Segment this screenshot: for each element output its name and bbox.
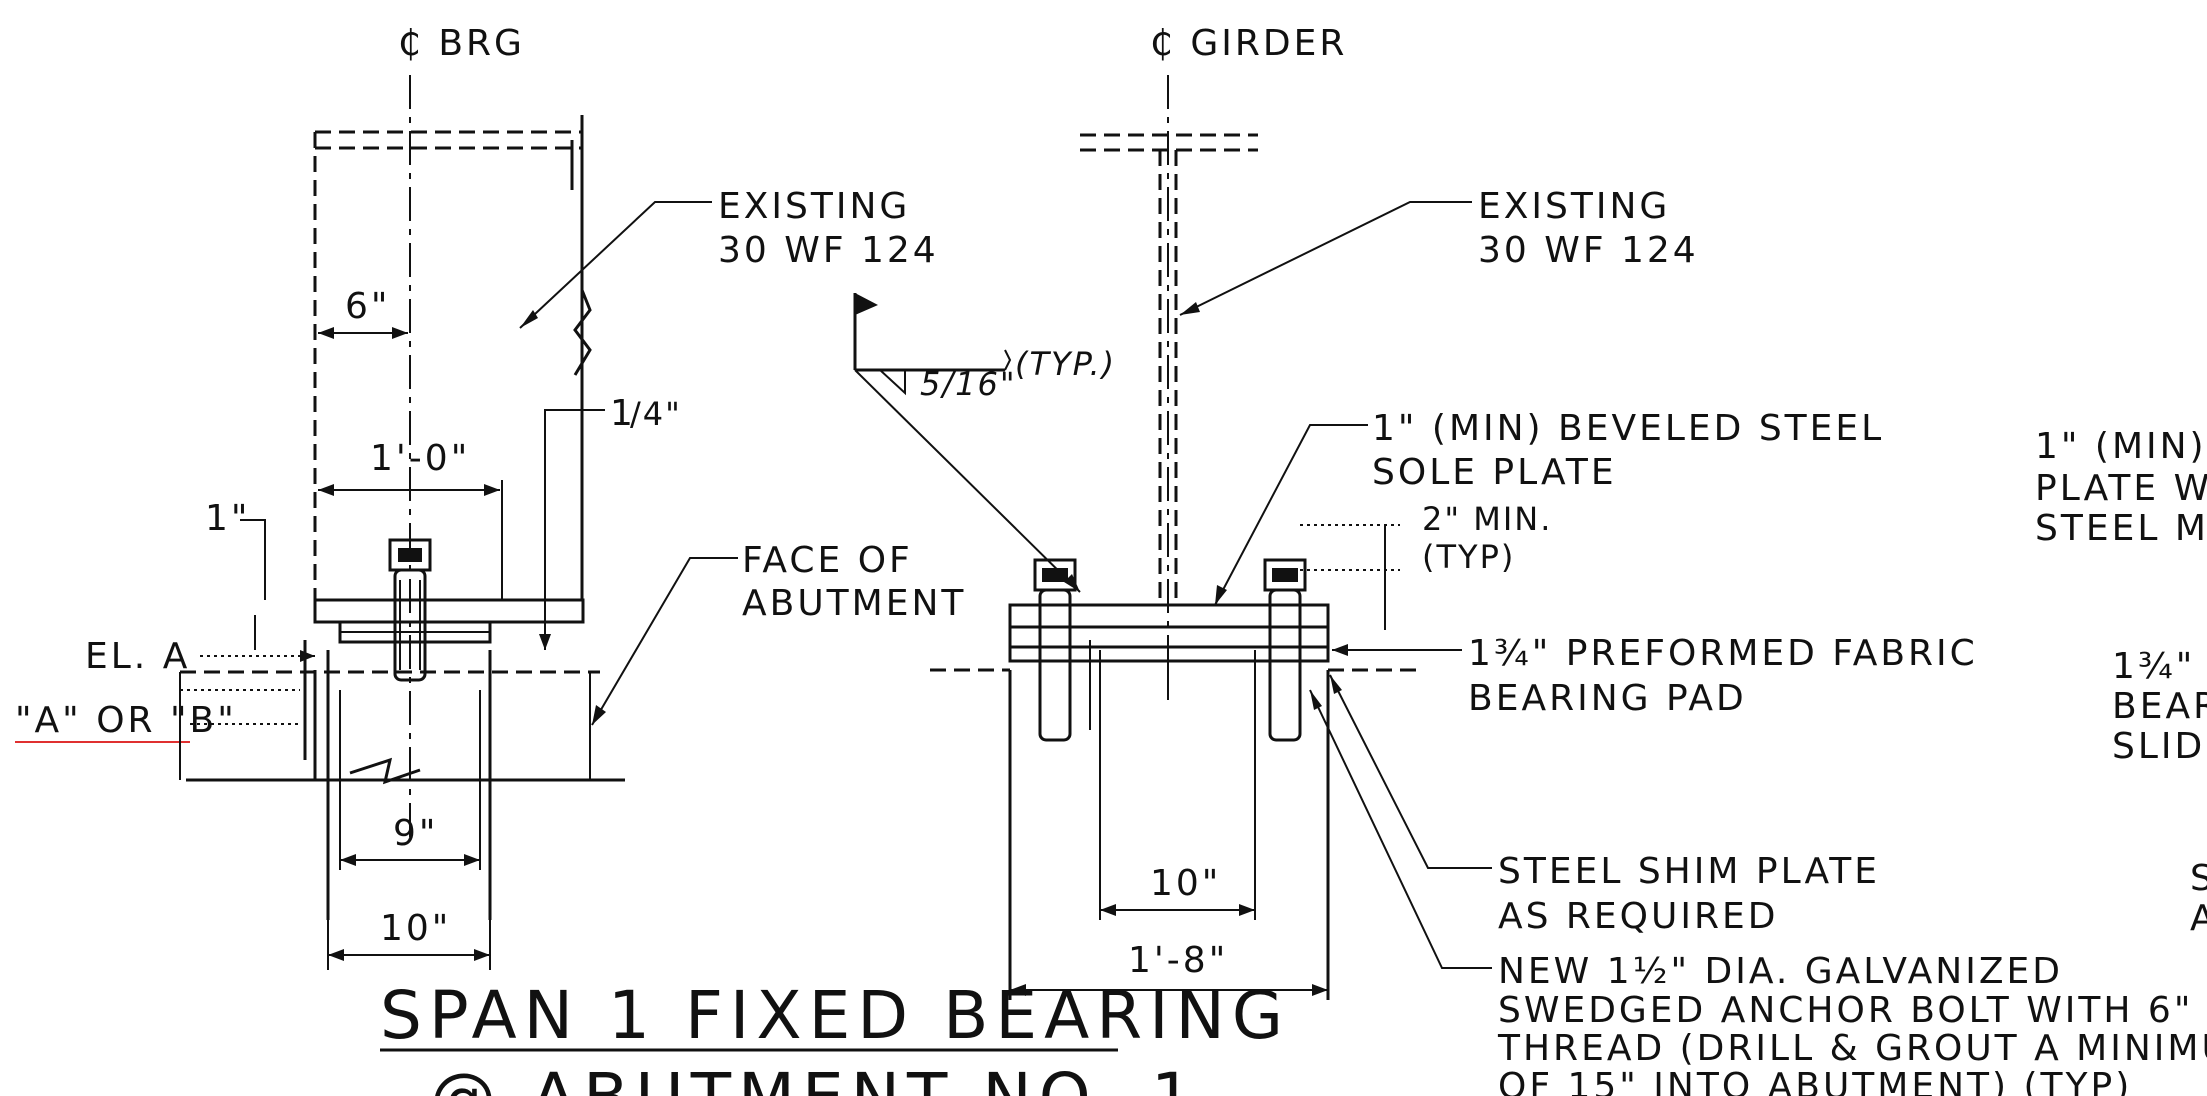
bolt-label-2: SWEDGED ANCHOR BOLT WITH 6" bbox=[1498, 990, 2193, 1031]
girder-existing-leader bbox=[1179, 201, 1472, 316]
center-dim-1ft-8: 1'-8" bbox=[1128, 940, 1228, 981]
left-anchor-bolt bbox=[1038, 588, 1072, 742]
shim-label-1: STEEL SHIM PLATE bbox=[1498, 851, 1880, 892]
face-of-abutment-2: ABUTMENT bbox=[742, 583, 966, 624]
sole-plate-label-1: 1" (MIN) BEVELED STEEL bbox=[1372, 408, 1884, 449]
dim-9in: 9" bbox=[393, 813, 438, 854]
bolt-label-1: NEW 1½" DIA. GALVANIZED bbox=[1498, 951, 2063, 992]
girder-existing-label-2: 30 WF 124 bbox=[1478, 230, 1699, 271]
right-plate-label-2: PLATE W/ bbox=[2035, 468, 2207, 509]
weld-typ: (TYP.) bbox=[1015, 345, 1116, 383]
dim-1-quarter-frac: /4" bbox=[630, 395, 682, 433]
pad-label-2: BEARING PAD bbox=[1468, 678, 1747, 719]
a-or-b-label: "A" OR "B" bbox=[15, 700, 237, 741]
sole-plate-label-2: SOLE PLATE bbox=[1372, 452, 1617, 493]
girder-section bbox=[1080, 133, 1258, 600]
face-of-abutment-1: FACE OF bbox=[742, 540, 913, 581]
dim-1in: 1" bbox=[205, 498, 250, 539]
dim-1-quarter-whole: 1 bbox=[610, 393, 636, 434]
bolt-label-3: THREAD (DRILL & GROUT A MINIMUM bbox=[1497, 1028, 2207, 1069]
shim-label-2: AS REQUIRED bbox=[1498, 896, 1778, 937]
existing-beam-leader bbox=[519, 201, 712, 329]
right-pad-label-2: BEAR bbox=[2112, 686, 2207, 727]
right-shim-label-2: A bbox=[2190, 898, 2207, 939]
pad-label-1: 1¾" PREFORMED FABRIC bbox=[1468, 633, 1978, 674]
bolt-label-4: OF 15" INTO ABUTMENT) (TYP) bbox=[1498, 1066, 2132, 1096]
right-pad-label-3: SLID bbox=[2112, 726, 2205, 767]
cl-girder-label: ₵ GIRDER bbox=[1150, 23, 1347, 64]
right-anchor-bolt bbox=[1268, 588, 1302, 742]
girder-existing-label-1: EXISTING bbox=[1478, 186, 1670, 227]
shim-leader bbox=[1329, 674, 1492, 869]
existing-beam-label-2: 30 WF 124 bbox=[718, 230, 939, 271]
weld-size: 5/16" bbox=[920, 365, 1017, 403]
face-abutment-leader bbox=[591, 557, 738, 726]
el-a-label: EL. A bbox=[85, 636, 190, 677]
right-shim-label-1: S bbox=[2190, 858, 2207, 899]
right-bearing-detail: 1" (MIN) BEVE PLATE W/ STEEL MAT 1¾" BEA… bbox=[2035, 426, 2207, 939]
center-dim-10in: 10" bbox=[1150, 863, 1221, 904]
cl-bearing-label: ₵ BRG bbox=[398, 23, 525, 64]
sole-plate bbox=[313, 598, 585, 624]
dim-6in: 6" bbox=[345, 286, 390, 327]
right-pad-label-1: 1¾" bbox=[2112, 646, 2195, 687]
right-plate-label-3: STEEL MAT bbox=[2035, 508, 2207, 549]
right-plate-label-1: 1" (MIN) BEVE bbox=[2035, 426, 2207, 467]
dim-10in: 10" bbox=[380, 908, 451, 949]
existing-beam-label-1: EXISTING bbox=[718, 186, 910, 227]
beam-break-symbol bbox=[573, 289, 592, 376]
bolt-leader bbox=[1309, 689, 1492, 969]
min-2in-1: 2" MIN. bbox=[1422, 500, 1552, 538]
anchor-nut bbox=[388, 538, 432, 572]
min-2in-2: (TYP) bbox=[1422, 538, 1515, 576]
sole-plate-leader bbox=[1214, 424, 1368, 606]
abutment-outline bbox=[179, 640, 625, 920]
left-bearing-detail: ₵ BRG EXISTING 30 WF 124 6" 1'-0" 1 bbox=[15, 23, 1290, 1096]
dim-1ft-0: 1'-0" bbox=[370, 438, 470, 479]
abutment-break-symbol bbox=[349, 757, 421, 785]
center-abutment bbox=[930, 640, 1420, 1000]
existing-beam-outline bbox=[313, 115, 584, 600]
center-bearing-detail: ₵ GIRDER EXISTING 30 WF 124 5/16" (TYP.) bbox=[853, 23, 2207, 1096]
detail-title: SPAN 1 FIXED BEARING bbox=[380, 977, 1290, 1054]
detail-title-2: @ ABUTMENT NO. 1 bbox=[430, 1059, 1200, 1096]
